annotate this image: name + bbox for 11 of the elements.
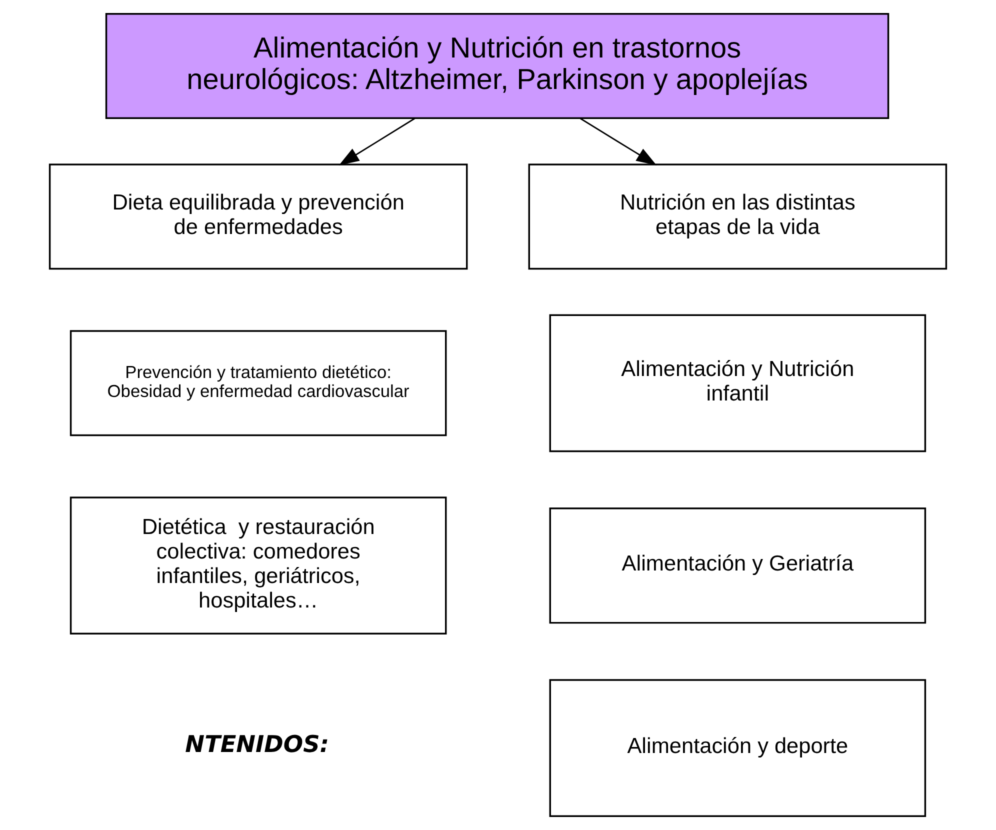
node-box: Dietética y restauración colectiva: comedores infantiles, geriátricos, hospitales… [70,496,447,635]
arrow [338,118,416,166]
node-box: Alimentación y Geriatría [549,508,926,624]
label: NTENIDOS: [185,731,330,758]
node-box: Nutrición en las distintas etapas de la vida [528,164,948,270]
arrow [580,118,657,166]
node-box: Prevención y tratamiento dietético: Obesidad y enfermedad cardiovascular [70,330,447,436]
node-box: Alimentación y Nutrición infantil [549,314,926,452]
node-box: Alimentación y Nutrición en trastornos neurológicos: Altzheimer, Parkinson y apoplejías [105,13,890,119]
node-box: Alimentación y deporte [549,679,926,817]
node-box: Dieta equilibrada y prevención de enfermedades [48,164,468,270]
